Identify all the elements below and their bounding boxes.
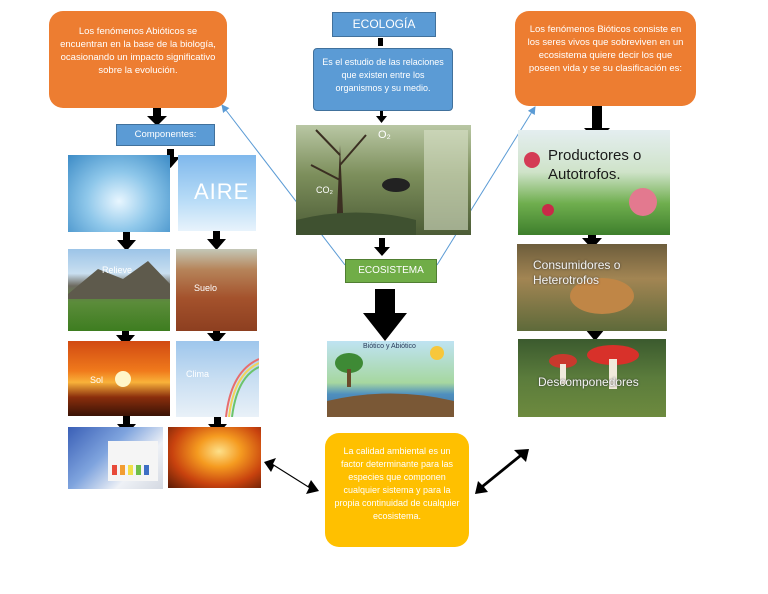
clima-label: Clima xyxy=(186,369,210,379)
consumidores-label: Consumidores o Heterotrofos xyxy=(533,258,621,287)
down-arrow-icon xyxy=(117,415,136,435)
down-arrow-icon xyxy=(374,238,390,256)
aire-label: AIRE xyxy=(194,179,250,204)
productores-photo: Productores o Autotrofos. xyxy=(518,130,670,235)
down-arrow-icon xyxy=(117,231,136,251)
ecosystem-diagram: Biótico y Abiótico xyxy=(327,341,454,417)
componentes-label: Componentes: xyxy=(116,124,215,146)
relieve-photo: Relieve xyxy=(68,249,170,331)
clima-photo: Clima xyxy=(176,341,259,417)
descomponedores-photo: Descomponedores xyxy=(518,339,666,417)
down-arrow-icon xyxy=(208,415,227,435)
connector-to-abioticos xyxy=(221,104,346,266)
ph-test-photo xyxy=(68,427,163,489)
relieve-label: Relieve xyxy=(102,265,133,275)
down-arrow-icon xyxy=(582,229,602,249)
down-arrow-icon xyxy=(147,106,167,126)
down-arrow-icon xyxy=(207,230,226,250)
ecology-photo: O₂ CO₂ xyxy=(296,125,471,235)
down-arrow-icon xyxy=(116,326,135,346)
sunset-clouds-photo xyxy=(168,427,261,488)
down-arrow-icon xyxy=(363,289,407,341)
suelo-label: Suelo xyxy=(194,283,218,293)
ecologia-title: ECOLOGÍA xyxy=(332,12,436,37)
abioticos-box: Los fenómenos Abióticos se encuentran en… xyxy=(49,11,227,108)
sol-label: Sol xyxy=(90,375,104,385)
suelo-photo: Suelo xyxy=(176,249,257,331)
down-arrow-icon xyxy=(378,38,383,46)
air-photo: AIRE xyxy=(178,155,256,231)
definition-box: Es el estudio de las relaciones que exis… xyxy=(313,48,453,111)
consumidores-photo: Consumidores o Heterotrofos xyxy=(517,244,667,331)
down-arrow-icon xyxy=(376,106,387,123)
down-arrow-icon xyxy=(161,149,180,168)
diagram-caption: Biótico y Abiótico xyxy=(363,343,416,350)
descomponedores-label: Descomponedores xyxy=(538,375,639,389)
productores-label: Productores o Autotrofos. xyxy=(548,147,642,183)
calidad-box: La calidad ambiental es un factor determ… xyxy=(325,433,469,547)
ecosistema-label: ECOSISTEMA xyxy=(345,259,437,283)
water-photo xyxy=(68,155,170,232)
co2-label: CO₂ xyxy=(316,185,333,195)
o2-label: O₂ xyxy=(378,129,391,141)
sol-photo: Sol xyxy=(68,341,170,416)
double-arrow-left-icon xyxy=(264,458,319,494)
bioticos-box: Los fenómenos Bióticos consiste en los s… xyxy=(515,11,696,106)
down-arrow-icon xyxy=(207,324,226,344)
double-arrow-right-icon xyxy=(475,449,529,494)
